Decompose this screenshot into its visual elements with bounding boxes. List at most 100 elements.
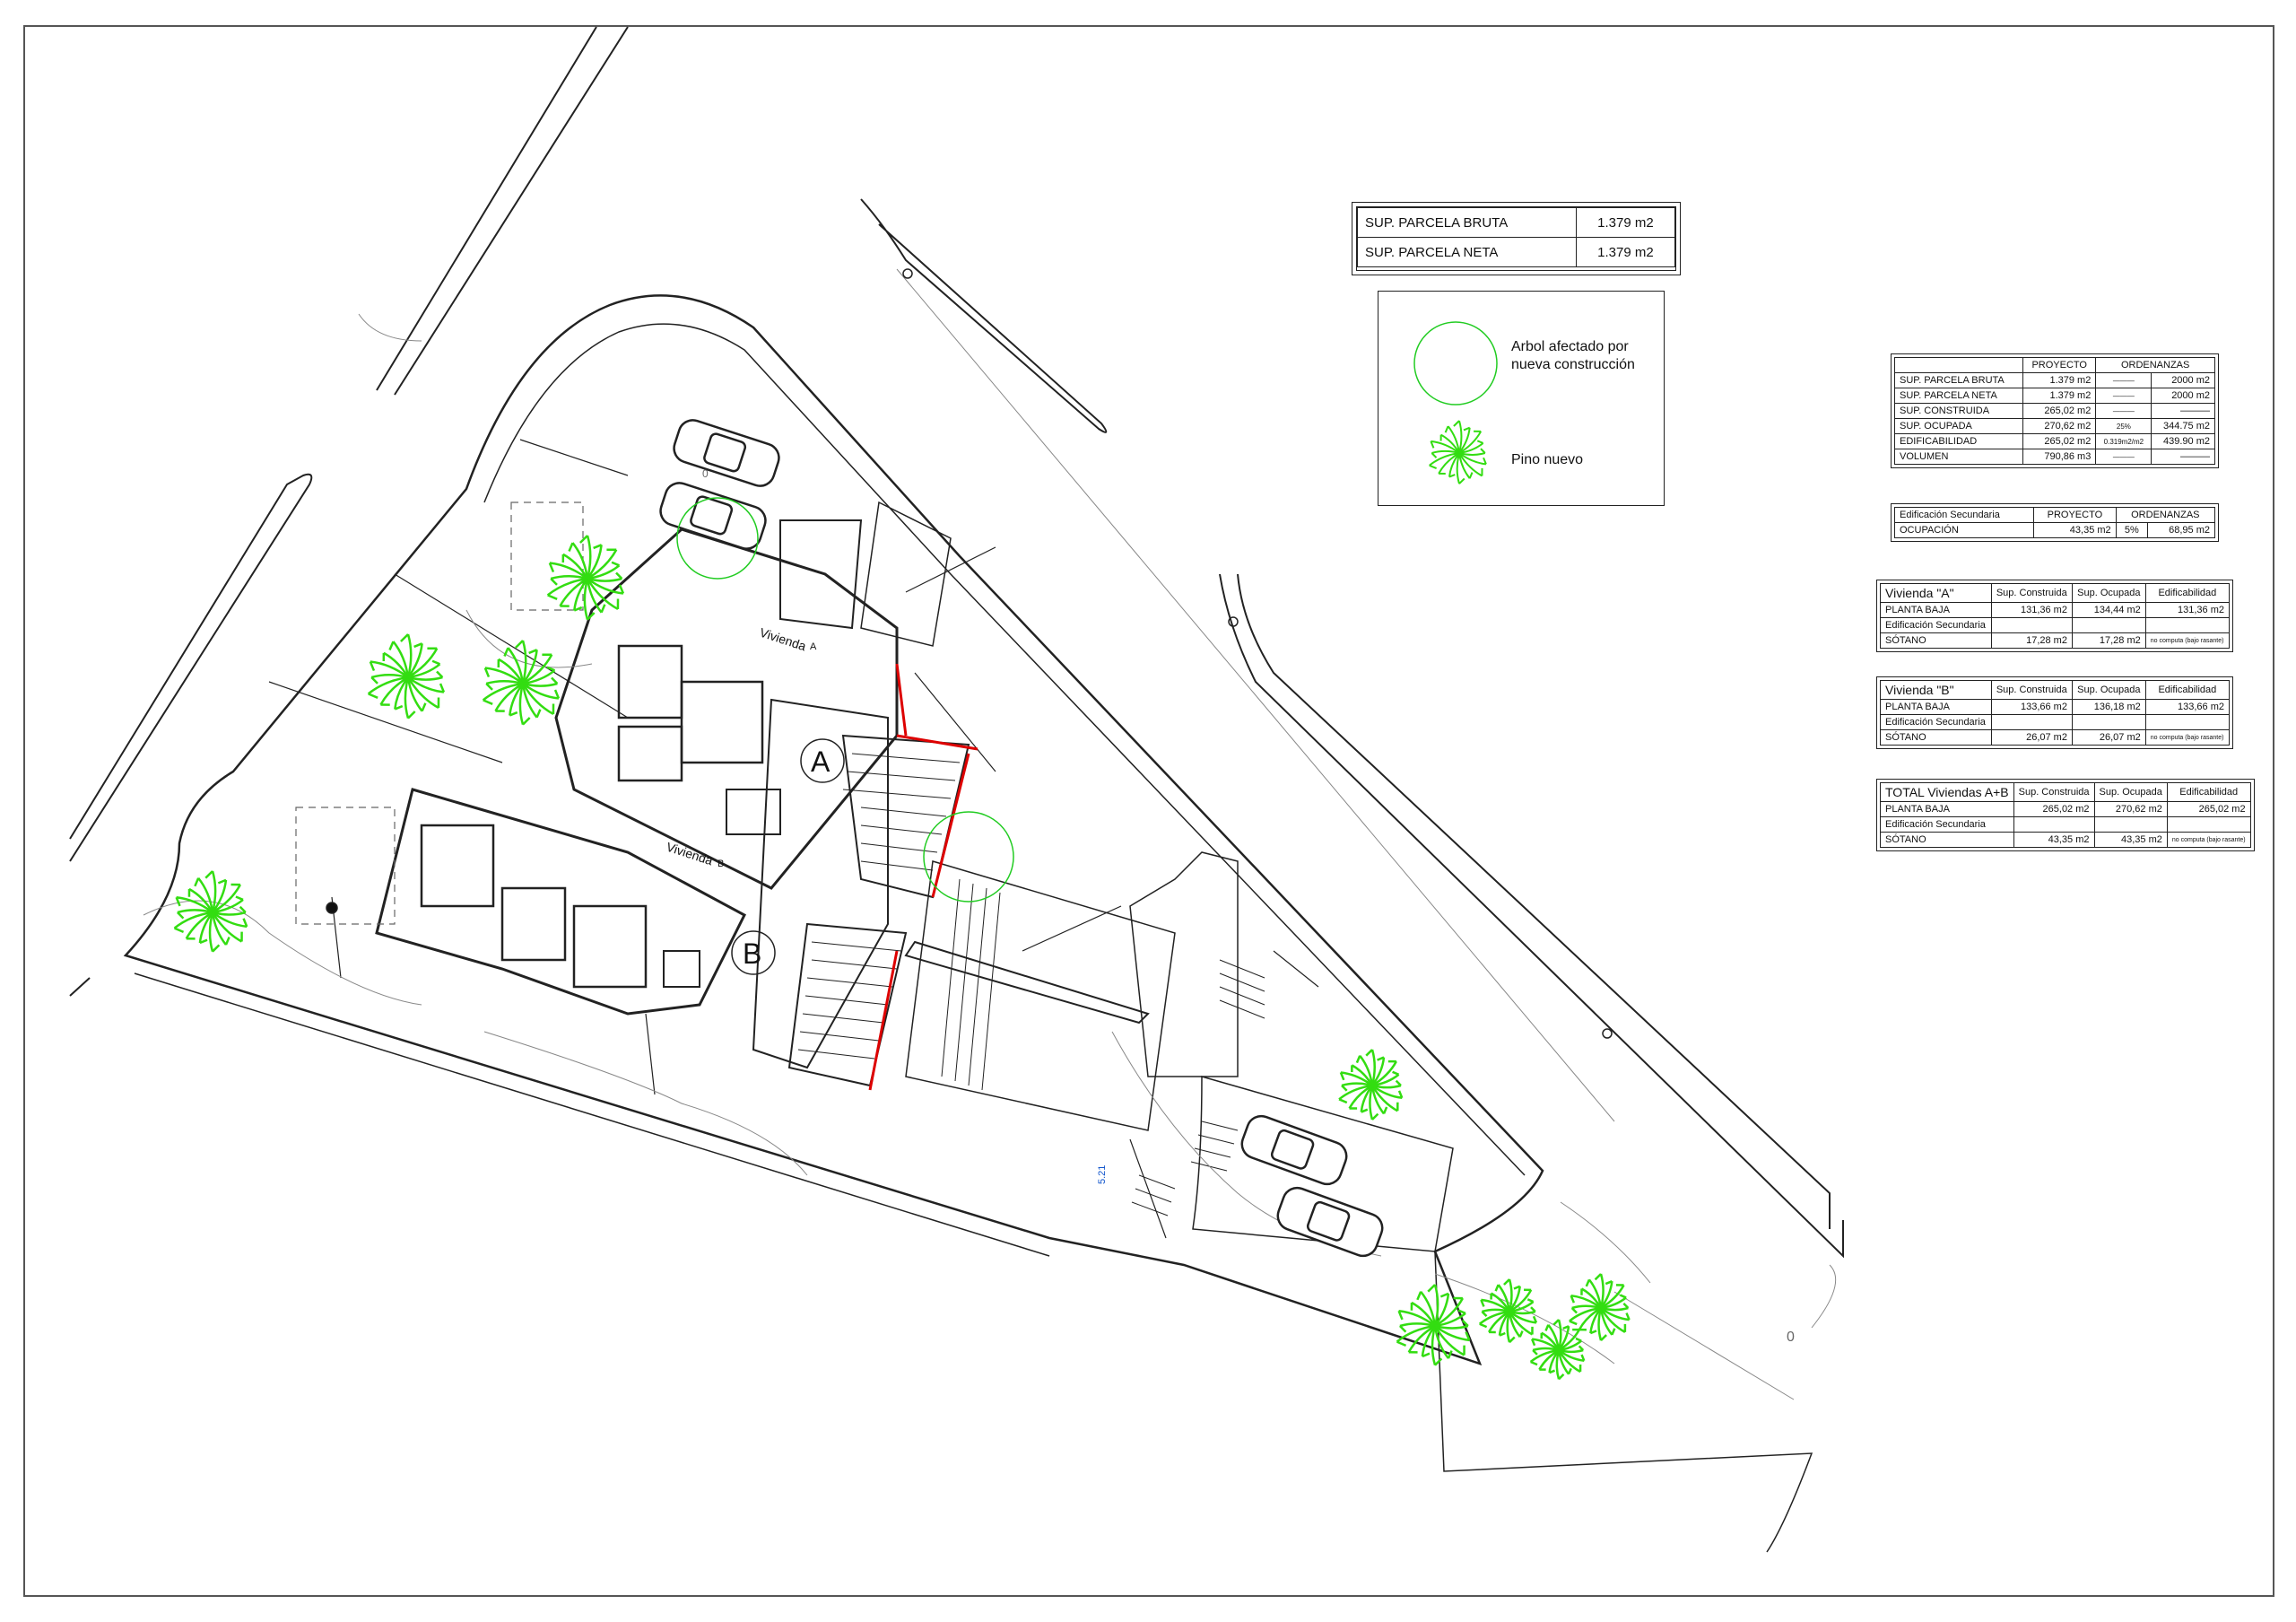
vivienda-cell-empty: [2071, 617, 2146, 633]
summary-cell-proyecto: 270,62 m2: [2022, 418, 2097, 434]
vivienda-cell-so1: 17,28 m2: [1990, 632, 2073, 649]
house-b-circle: [731, 930, 776, 975]
parcel-inner: [1434, 1251, 1813, 1553]
vivienda-cell-empty: [2013, 816, 2095, 833]
secondary-ord: 68,95 m2: [2147, 522, 2215, 538]
vivienda-cell-pb2: 136,18 m2: [2071, 699, 2146, 715]
summary-cell-ord: ———: [2151, 403, 2215, 419]
vivienda-cell-h3: Edificabilidad: [2144, 583, 2231, 603]
new-pines: [173, 535, 1631, 1381]
lot-outline: [1192, 1076, 1454, 1252]
house-b-walls: [375, 788, 746, 1016]
vivienda-cell-h2: Sup. Ocupada: [2071, 583, 2146, 603]
summary-cell-proyecto: 265,02 m2: [2022, 403, 2097, 419]
secondary-h-ordenanzas: ORDENANZAS: [2115, 507, 2216, 523]
vivienda-cell-sec_label: Edificación Secundaria: [1880, 617, 1992, 633]
house-a-circle: [800, 738, 845, 783]
dimension-label: 5.21: [1097, 1165, 1108, 1184]
vivienda-cell-pb2: 270,62 m2: [2093, 801, 2168, 817]
road-edge: [394, 26, 629, 396]
summary-cell-proyecto: 265,02 m2: [2022, 433, 2097, 449]
summary-cell-mid: 25%: [2095, 418, 2152, 434]
summary-cell-ord: 2000 m2: [2151, 388, 2215, 404]
secondary-h-proyecto: PROYECTO: [2033, 507, 2117, 523]
vivienda-cell-sec_label: Edificación Secundaria: [1880, 714, 1992, 730]
light-icon: [1602, 1028, 1613, 1039]
contour-mark: 0: [1787, 1330, 1795, 1345]
vivienda-cell-h2: Sup. Ocupada: [2093, 782, 2168, 802]
affected-tree-icon: [1413, 321, 1498, 406]
garage-a-block: [779, 519, 863, 630]
road-edge: [376, 26, 597, 391]
vivienda-cell-so2: 17,28 m2: [2071, 632, 2146, 649]
vivienda-b-label: Vivienda: [665, 840, 715, 868]
vivienda-a-mark: A: [810, 641, 817, 652]
summary-cell-mid: ———: [2095, 372, 2152, 388]
summary-cell-mid: ———: [2095, 449, 2152, 465]
summary-cell-label: VOLUMEN: [1893, 449, 2024, 465]
vivienda-cell-pb_label: PLANTA BAJA: [1880, 699, 1992, 715]
summary-cell-ord: 439.90 m2: [2151, 433, 2215, 449]
red-accent-line: [931, 753, 970, 898]
legend-affected-tree-label: Arbol afectado por nueva construcción: [1511, 339, 1635, 372]
affected-tree-icon: [676, 497, 759, 580]
vivienda-cell-so2: 43,35 m2: [2093, 832, 2168, 848]
road-edge: [69, 977, 91, 997]
summary-cell-proyecto: 1.379 m2: [2022, 372, 2097, 388]
summary-cell-proyecto: 1.379 m2: [2022, 388, 2097, 404]
summary-cell-mid: ———: [2095, 388, 2152, 404]
vivienda-cell-h1: Sup. Construida: [1990, 583, 2073, 603]
vivienda-cell-so3: no computa (bajo rasante): [2166, 832, 2251, 848]
lot-outline: [1129, 851, 1239, 1077]
vivienda-cell-h1: Sup. Construida: [1990, 680, 2073, 700]
car-icon: [659, 482, 767, 550]
courtyard: [752, 698, 889, 1069]
vivienda-cell-pb_label: PLANTA BAJA: [1880, 602, 1992, 618]
summary-cell-ord: 344.75 m2: [2151, 418, 2215, 434]
summary-cell-ord: ———: [2151, 449, 2215, 465]
road-edge: [69, 473, 313, 862]
summary-cell-label: SUP. OCUPADA: [1893, 418, 2024, 434]
contour-mark: 0: [702, 467, 709, 480]
pine-icon: [546, 535, 625, 621]
affected-tree-icon: [923, 811, 1014, 903]
vivienda-cell-pb3: 265,02 m2: [2166, 801, 2251, 817]
pine-icon: [1478, 1278, 1538, 1344]
vivienda-b-mark: B: [718, 859, 724, 869]
summary-cell-label: EDIFICABILIDAD: [1893, 433, 2024, 449]
pine-icon: [1529, 1319, 1586, 1381]
house-a-label: A: [811, 746, 831, 778]
red-accent-line: [896, 734, 978, 751]
vivienda-cell-so3: no computa (bajo rasante): [2144, 729, 2231, 746]
red-accent-line: [895, 663, 908, 737]
vivienda-cell-so2: 26,07 m2: [2071, 729, 2146, 746]
summary-h-ordenanzas: ORDENANZAS: [2095, 357, 2215, 373]
vivienda-cell-h3: Edificabilidad: [2166, 782, 2251, 802]
parcel-inner: [134, 972, 1050, 1257]
vivienda-cell-pb2: 134,44 m2: [2071, 602, 2146, 618]
road-edge: [1237, 573, 1831, 1229]
secondary-h-label: Edificación Secundaria: [1893, 507, 2035, 523]
legend-new-pine-label: Pino nuevo: [1511, 452, 1584, 467]
vivienda-cell-so1: 43,35 m2: [2013, 832, 2095, 848]
vivienda-cell-pb3: 131,36 m2: [2144, 602, 2231, 618]
pine-icon: [367, 633, 446, 719]
vivienda-cell-pb1: 133,66 m2: [1990, 699, 2073, 715]
vivienda-cell-pb_label: PLANTA BAJA: [1880, 801, 2014, 817]
summary-h-proyecto: PROYECTO: [2022, 357, 2097, 373]
vivienda-cell-empty: [2093, 816, 2168, 833]
vivienda-cell-pb1: 265,02 m2: [2013, 801, 2095, 817]
summary-cell-label: SUP. PARCELA NETA: [1893, 388, 2024, 404]
stair-block: [787, 922, 908, 1087]
parcel-surface-box: SUP. PARCELA BRUTA 1.379 m2 SUP. PARCELA…: [1352, 202, 1681, 275]
house-b-label: B: [743, 937, 761, 970]
vivienda-cell-sec_label: Edificación Secundaria: [1880, 816, 2014, 833]
